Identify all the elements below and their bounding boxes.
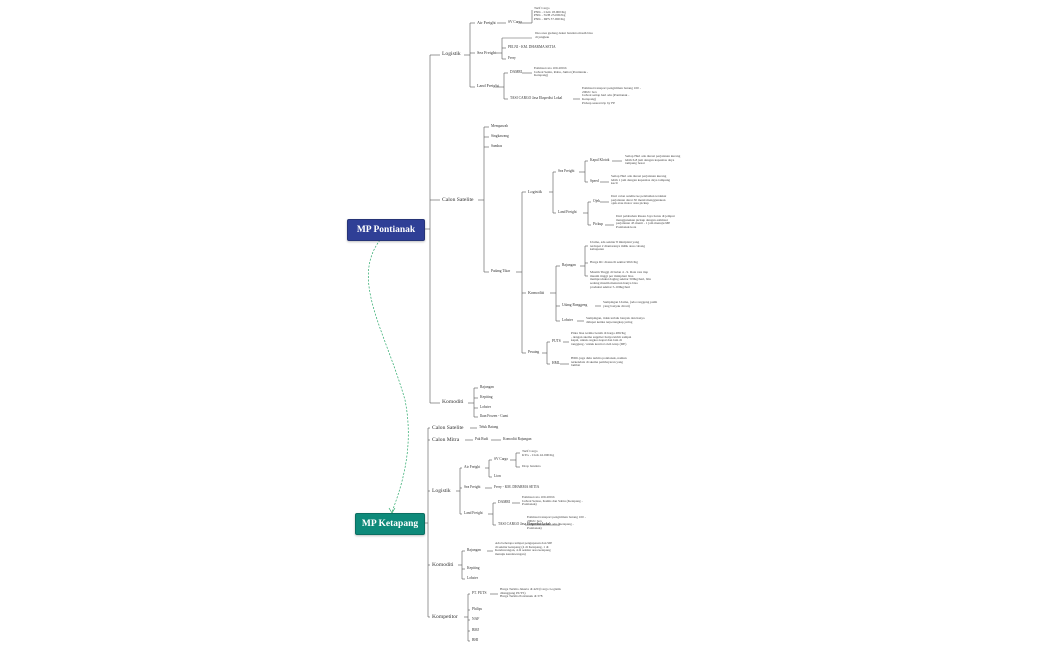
k-philips[interactable]: Philips xyxy=(472,607,482,611)
p-cs-land[interactable]: Land Freight xyxy=(558,210,577,214)
p-ojek[interactable]: Ojek xyxy=(593,199,600,203)
k-naf[interactable]: NAF xyxy=(472,617,480,621)
p-k-rajungan[interactable]: Rajungan xyxy=(480,385,494,389)
k-kompetitor[interactable]: Kompetitor xyxy=(432,614,458,620)
k-tarif[interactable]: Tarif Cargo KTG - CGK 42.000/Kg xyxy=(522,449,555,457)
p-komoditi[interactable]: Komoditi xyxy=(528,290,545,295)
k-damri[interactable]: DAMRI xyxy=(498,500,510,504)
root-mp-pontianak[interactable]: MP Pontianak xyxy=(347,219,425,241)
p-komoditi2[interactable]: Komoditi xyxy=(442,399,464,405)
k-tasi-note[interactable]: Estimasi transport pengiriman barang 100… xyxy=(527,515,586,531)
p-sv-cargo[interactable]: SV Cargo xyxy=(508,20,523,24)
p-sea-note[interactable]: Jika area gudang dekat bandara masih bis… xyxy=(535,31,593,39)
p-kapal[interactable]: Kapal Klotok xyxy=(590,158,610,162)
p-speed[interactable]: Speed xyxy=(590,179,599,183)
k-bhi[interactable]: BHI xyxy=(472,638,479,642)
k-logistik[interactable]: Logistik xyxy=(432,488,451,494)
k-tasi[interactable]: TASI CARGO Jasa Ekspedisi Lokal xyxy=(498,522,551,526)
k-land-freight[interactable]: Land Freight xyxy=(464,511,483,515)
p-damri[interactable]: DAMRI xyxy=(510,70,522,74)
k-pak-rudi[interactable]: Pak Rudi xyxy=(475,437,489,441)
p-udang-note[interactable]: Sampingan Utama, (ada ronggeng putih yan… xyxy=(603,300,658,308)
k-kepiting[interactable]: Kepiting xyxy=(467,566,480,570)
p-padang-tikar[interactable]: Padang Tikar xyxy=(491,269,511,273)
p-pickup[interactable]: Pickup xyxy=(593,222,603,226)
p-cs-sea[interactable]: Sea Freight xyxy=(558,169,575,173)
k-komoditi-raj[interactable]: Komoditi Rajungan xyxy=(503,437,532,441)
p-tasi[interactable]: TASI CARGO Jasa Ekspedisi Lokal xyxy=(510,96,563,100)
k-sv-cargo[interactable]: SV Cargo xyxy=(494,457,509,461)
p-sambas[interactable]: Sambas xyxy=(491,144,503,148)
p-puts-note[interactable]: Pinta bisa terima bersih di harga 480/Kg… xyxy=(571,331,632,347)
p-lobster-note[interactable]: Sampingan, tidak terlalu banyak dan hany… xyxy=(586,316,645,324)
k-lion[interactable]: Lion xyxy=(494,474,501,478)
p-puts[interactable]: PUTS xyxy=(552,339,561,343)
p-rajungan[interactable]: Rajungan xyxy=(562,263,576,267)
k-damri-note[interactable]: Estimasi rata 100-200rb Jadwal Selasa, K… xyxy=(522,495,583,507)
p-tasi-note[interactable]: Estimasi transport pengiriman barang 100… xyxy=(582,86,641,105)
p-raj2[interactable]: Harga RC diatas/di sekitar 90rb/Kg xyxy=(590,260,638,264)
p-k-ikan[interactable]: Ikan Frozen - Cumi xyxy=(480,414,509,418)
p-speed-note[interactable]: Setiap Hari ada durasi perjalanan kurang… xyxy=(611,174,671,186)
k-lobster[interactable]: Lobster xyxy=(467,576,478,580)
p-singkawang[interactable]: Singkawang xyxy=(491,134,509,138)
p-pesaing[interactable]: Pesaing xyxy=(528,350,540,354)
p-ferry[interactable]: Ferry xyxy=(508,56,516,60)
p-pelni[interactable]: PELNI - KM. DHARMA SETIA xyxy=(508,45,556,49)
k-raj-note[interactable]: Ada beberapa tempat pengupasan dan SIP d… xyxy=(495,541,553,557)
p-calon-satelite[interactable]: Calon Satelite xyxy=(442,197,474,203)
p-mempawah[interactable]: Mempawah xyxy=(491,124,508,128)
k-ferry[interactable]: Ferry - KM. DHARMA SETIA xyxy=(494,485,540,489)
p-hml-note[interactable]: HML juga dulu terima pontianak, namun te… xyxy=(571,356,627,368)
p-lobster[interactable]: Lobster xyxy=(562,318,573,322)
p-logistik[interactable]: Logistik xyxy=(442,51,461,57)
k-calon-satelite[interactable]: Calon Satelite xyxy=(432,425,464,431)
p-k-lobster[interactable]: Lobster xyxy=(480,405,491,409)
k-rajungan[interactable]: Rajungan xyxy=(467,548,481,552)
k-komoditi[interactable]: Komoditi xyxy=(432,562,454,568)
p-cs-logistik[interactable]: Logistik xyxy=(528,189,542,194)
p-air-freight[interactable]: Air Freight xyxy=(477,20,496,25)
k-bmj[interactable]: BMJ xyxy=(472,628,479,632)
p-pickup-note[interactable]: Dari pelabuhan Rasau Jaya harus di jempu… xyxy=(616,214,675,230)
k-pt-puts[interactable]: PT. PUTS xyxy=(472,591,487,595)
p-land-freight[interactable]: Land Freight xyxy=(477,83,499,88)
p-k-kepiting[interactable]: Kepiting xyxy=(480,395,493,399)
p-tarif-cargo[interactable]: Tarif Cargo PNK - CGK 18.000/Kg PNK - SU… xyxy=(534,6,567,22)
p-raj3[interactable]: Musim Tinggi di bulan 4 - 9. Rata rata t… xyxy=(590,270,651,289)
p-damri-note[interactable]: Estimasi rata 100-200rb Jadwal Senin, Ra… xyxy=(534,66,589,78)
k-sea-freight[interactable]: Sea Freight xyxy=(464,485,481,489)
k-drop[interactable]: Drop bandara xyxy=(522,464,541,468)
p-ojek-note[interactable]: Dari calon satelite ke pelabuhan terdeka… xyxy=(611,194,667,206)
root-mp-ketapang[interactable]: MP Ketapang xyxy=(355,513,425,535)
p-raj1[interactable]: Utama, ada sekitar 8 miniplant yang terd… xyxy=(590,240,646,252)
k-teluk[interactable]: Teluk Batang xyxy=(479,425,499,429)
p-udang[interactable]: Udang Ronggeng xyxy=(562,303,588,307)
k-calon-mitra[interactable]: Calon Mitra xyxy=(432,437,460,443)
k-air-freight[interactable]: Air Freight xyxy=(464,465,481,469)
p-hml[interactable]: HML xyxy=(552,361,560,365)
p-sea-freight[interactable]: Sea Freight xyxy=(477,50,497,55)
k-puts-note[interactable]: Harga Terima Jakarta di 420 (Cargo Logis… xyxy=(500,587,561,599)
p-kapal-note[interactable]: Setiap Hari ada durasi perjalanan kurang… xyxy=(625,154,681,166)
